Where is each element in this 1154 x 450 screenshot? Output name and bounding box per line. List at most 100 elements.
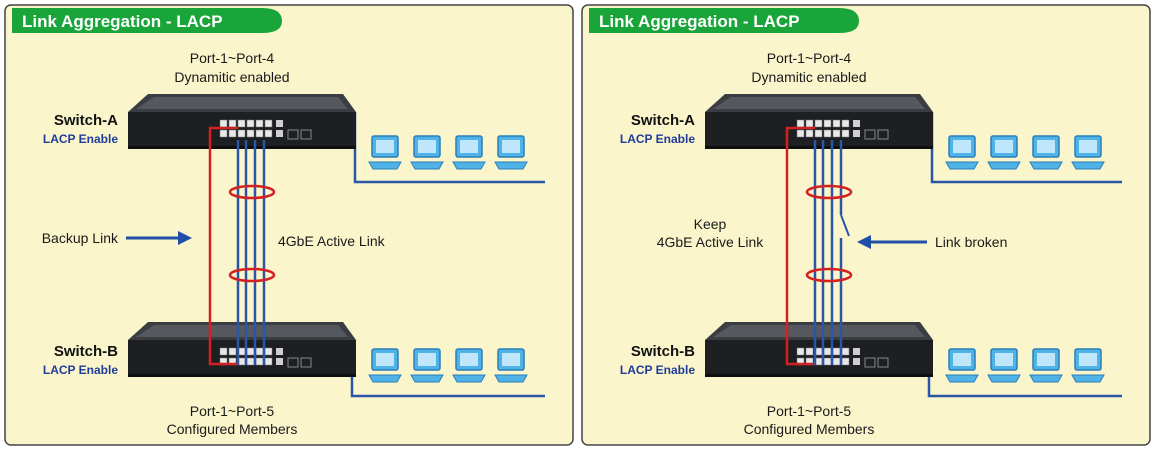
switch-b-port	[246, 357, 255, 366]
aggregation-ring-bottom	[805, 267, 853, 283]
pc-screen-3	[1079, 140, 1097, 153]
lacp-panel-normal: Link Aggregation - LACPPort-1~Port-4Dyna…	[4, 4, 574, 446]
switch-b-port	[832, 347, 841, 356]
switch-a-port	[219, 119, 228, 128]
pc-screen-1	[418, 140, 436, 153]
switch-a-sfp	[276, 120, 283, 127]
switch-b-base	[128, 374, 356, 377]
switch-b-port	[264, 347, 273, 356]
panel-title: Link Aggregation - LACP	[599, 12, 800, 31]
pc-screen-3	[502, 353, 520, 366]
switch-b-port	[823, 357, 832, 366]
switch-a-base	[128, 146, 356, 149]
pc-keyboard-2	[1029, 374, 1063, 383]
switch-b-port	[805, 347, 814, 356]
pc-keyboard-0	[945, 374, 979, 383]
switch-b-name: Switch-B	[54, 343, 118, 360]
switch-b-slot	[287, 357, 299, 368]
bottom-port-range: Port-1~Port-5	[190, 403, 275, 419]
switch-a-port	[255, 129, 264, 138]
pc-keyboard-0	[368, 161, 402, 170]
switch-b-port	[246, 347, 255, 356]
switch-a-slot	[300, 129, 312, 140]
switch-a-port	[805, 129, 814, 138]
keep-label: Keep	[694, 216, 727, 232]
switch-b-port	[228, 347, 237, 356]
broken-link-gap	[840, 214, 850, 237]
switch-a-port	[237, 119, 246, 128]
pc-keyboard-2	[452, 161, 486, 170]
pc-screen-3	[502, 140, 520, 153]
switch-a-port	[805, 119, 814, 128]
switch-b-port	[264, 357, 273, 366]
switch-a-lacp: LACP Enable	[43, 132, 118, 146]
pc-keyboard-1	[987, 161, 1021, 170]
pc-screen-2	[1037, 353, 1055, 366]
switch-a-port	[823, 119, 832, 128]
switch-b-sfp	[276, 348, 283, 355]
pc-screen-0	[953, 140, 971, 153]
switch-a-lid-highlight	[713, 97, 925, 109]
switch-b-slot	[864, 357, 876, 368]
backup-link-line	[208, 126, 238, 366]
switch-b-name: Switch-B	[631, 343, 695, 360]
switch-a-sfp	[276, 130, 283, 137]
switch-b	[705, 322, 933, 377]
switch-a-port	[832, 129, 841, 138]
switch-b-slot	[877, 357, 889, 368]
switch-a-name: Switch-A	[54, 112, 118, 129]
switch-a-port	[228, 119, 237, 128]
switch-a-port	[841, 119, 850, 128]
switch-a-name: Switch-A	[631, 112, 695, 129]
panel-title-tab	[12, 8, 282, 33]
pc-keyboard-1	[987, 374, 1021, 383]
switch-b-port	[796, 347, 805, 356]
panel-title: Link Aggregation - LACP	[22, 12, 223, 31]
switch-a-sfp	[853, 120, 860, 127]
pc-screen-1	[995, 140, 1013, 153]
switch-b-port	[255, 347, 264, 356]
pc-screen-2	[460, 140, 478, 153]
switch-b-lacp: LACP Enable	[43, 363, 118, 377]
backup-link-label: Backup Link	[42, 230, 119, 246]
pc-screen-0	[376, 140, 394, 153]
switch-a-port	[219, 129, 228, 138]
pc-group-bottom	[945, 348, 1105, 383]
top-port-status: Dynamitic enabled	[174, 69, 289, 85]
active-link-label: 4GbE Active Link	[278, 233, 386, 249]
switch-b-lacp: LACP Enable	[620, 363, 695, 377]
switch-a-port	[237, 129, 246, 138]
switch-b	[128, 322, 356, 377]
pc-keyboard-0	[945, 161, 979, 170]
switch-a-port	[246, 119, 255, 128]
switch-a-port	[264, 129, 273, 138]
switch-a-port	[814, 129, 823, 138]
switch-a-port	[246, 129, 255, 138]
link-broken-label: Link broken	[935, 234, 1007, 250]
switch-a	[705, 94, 933, 149]
pc-screen-1	[995, 353, 1013, 366]
switch-a-port	[814, 119, 823, 128]
switch-b-slot	[300, 357, 312, 368]
switch-b-port	[841, 347, 850, 356]
panel-title-tab	[589, 8, 859, 33]
pc-keyboard-3	[1071, 161, 1105, 170]
switch-b-port	[832, 357, 841, 366]
switch-a-port	[264, 119, 273, 128]
broken-arrow-head	[857, 235, 871, 249]
pc-keyboard-1	[410, 374, 444, 383]
pc-screen-3	[1079, 353, 1097, 366]
pc-keyboard-3	[494, 161, 528, 170]
switch-b-sfp	[853, 358, 860, 365]
pc-screen-1	[418, 353, 436, 366]
switch-a-port	[796, 129, 805, 138]
switch-b-lid-highlight	[136, 325, 348, 337]
aggregation-ring-top	[805, 184, 853, 200]
switch-a-port	[841, 129, 850, 138]
keep-active-link-label: 4GbE Active Link	[657, 234, 765, 250]
switch-b-port	[823, 347, 832, 356]
pc-group-bottom	[368, 348, 528, 383]
switch-a	[128, 94, 356, 149]
switch-b-port	[255, 357, 264, 366]
